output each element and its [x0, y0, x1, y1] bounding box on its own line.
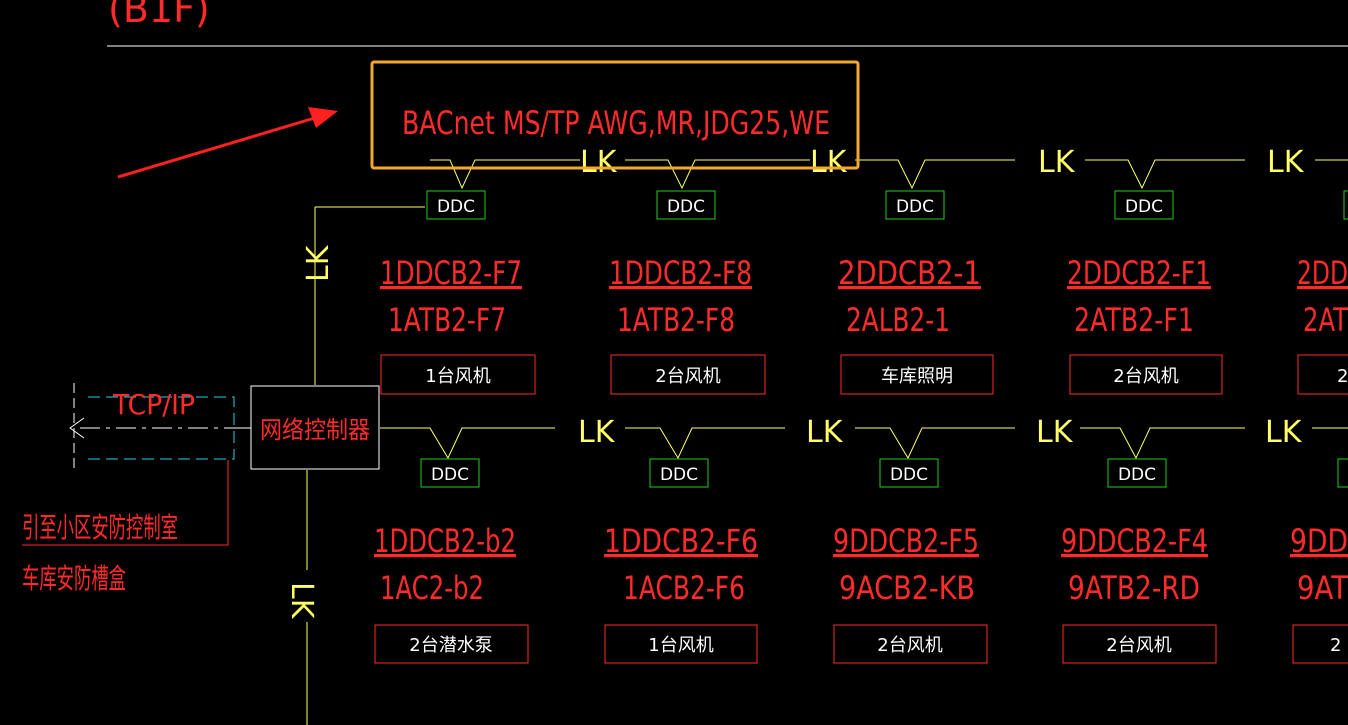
panel-code: 2AT [1303, 301, 1348, 339]
lk-label: LK [1038, 145, 1076, 180]
panel-code: 9AT [1297, 569, 1348, 607]
note-leader [22, 460, 229, 546]
bus-row-2 [306, 427, 1348, 725]
panel-code: 2ATB2-F1 [1074, 301, 1194, 339]
device-label: 1台风机 [648, 635, 713, 656]
ddc-code: 9DDCB2-F5 [833, 522, 979, 560]
highlight-box [370, 60, 860, 170]
ddc-label: DDC [890, 465, 928, 485]
ddc-label: DDC [660, 465, 698, 485]
panel-code: 1ACB2-F6 [623, 569, 745, 607]
lk-label-vertical: LK [301, 244, 336, 282]
lk-label: LK [578, 415, 616, 450]
note-line-1: 引至小区安防控制室 [22, 511, 178, 544]
bacnet-spec-label: BACnet MS/TP AWG,MR,JDG25,WE [402, 104, 830, 142]
ddc-label: DDC [896, 197, 934, 217]
lk-label: LK [810, 145, 848, 180]
device-box [840, 354, 994, 395]
panel-code: 9ATB2-RD [1068, 569, 1200, 607]
ddc-code: 1DDCB2-F8 [609, 254, 752, 292]
ddc-code: 1DDCB2-F7 [380, 254, 522, 292]
ddc-code: 2DD [1297, 254, 1348, 292]
lk-label: LK [1036, 415, 1074, 450]
lk-label: LK [580, 145, 618, 180]
ddc-code: 1DDCB2-b2 [374, 522, 516, 560]
note-line-2: 车库安防槽盒 [22, 562, 126, 595]
device-box [1297, 354, 1348, 395]
device-label: 2台潜水泵 [409, 635, 492, 656]
device-label: 2台风机 [1113, 366, 1178, 387]
ddc-code: 9DD [1290, 522, 1348, 560]
panel-code: 9ACB2-KB [839, 569, 975, 607]
arrow-icon [117, 107, 338, 179]
ddc-code: 9DDCB2-F4 [1061, 522, 1208, 560]
row-2-items: 1DDCB2-b2 1AC2-b2 2台潜水泵 1DDCB2-F6 1ACB2-… [374, 522, 1348, 664]
ddc-code: 2DDCB2-1 [838, 254, 981, 292]
lk-label: LK [1265, 415, 1303, 450]
ddc-label: DDC [431, 465, 469, 485]
device-box [1062, 624, 1217, 664]
device-label: 车库照明 [881, 366, 953, 387]
ddc-boxes-row-2: DDC DDC DDC DDC [420, 458, 1348, 488]
ddc-label: DDC [1118, 465, 1156, 485]
ddc-label: DDC [1125, 197, 1163, 217]
device-box [604, 624, 758, 664]
lk-labels: LK LK LK LK LK LK LK LK LK LK [284, 145, 1305, 620]
ddc-label: DDC [437, 197, 475, 217]
device-label: 2台风机 [877, 635, 942, 656]
device-box [1069, 354, 1223, 395]
device-box [374, 624, 529, 664]
lk-label: LK [806, 415, 844, 450]
ddc-code: 2DDCB2-F1 [1067, 254, 1211, 292]
device-box [833, 624, 988, 664]
device-label: 2台风机 [1106, 635, 1171, 656]
row-1-items: 1DDCB2-F7 1ATB2-F7 1台风机 1DDCB2-F8 1ATB2-… [380, 254, 1348, 395]
lk-label: LK [1267, 145, 1305, 180]
device-box [380, 354, 536, 395]
device-label: 2台风机 [655, 366, 720, 387]
ddc-code: 1DDCB2-F6 [604, 522, 758, 560]
network-controller-label: 网络控制器 [260, 416, 370, 444]
device-box [610, 354, 766, 395]
device-label: 2 [1337, 366, 1348, 387]
device-label: 1台风机 [425, 366, 490, 387]
lk-label-vertical: LK [284, 582, 319, 620]
floor-label: (B1F) [108, 0, 210, 31]
device-box [1292, 624, 1348, 664]
tcpip-link: TCP/IP [69, 383, 235, 472]
panel-code: 1AC2-b2 [380, 569, 484, 607]
ddc-label: DDC [667, 197, 705, 217]
device-label: 2 [1330, 635, 1341, 656]
bus-row-1 [314, 159, 1348, 385]
tcpip-label: TCP/IP [112, 388, 195, 421]
ddc-boxes-row-1: DDC DDC DDC DDC [426, 190, 1348, 220]
panel-code: 1ATB2-F7 [388, 301, 506, 339]
panel-code: 2ALB2-1 [846, 301, 950, 339]
panel-code: 1ATB2-F8 [617, 301, 735, 339]
